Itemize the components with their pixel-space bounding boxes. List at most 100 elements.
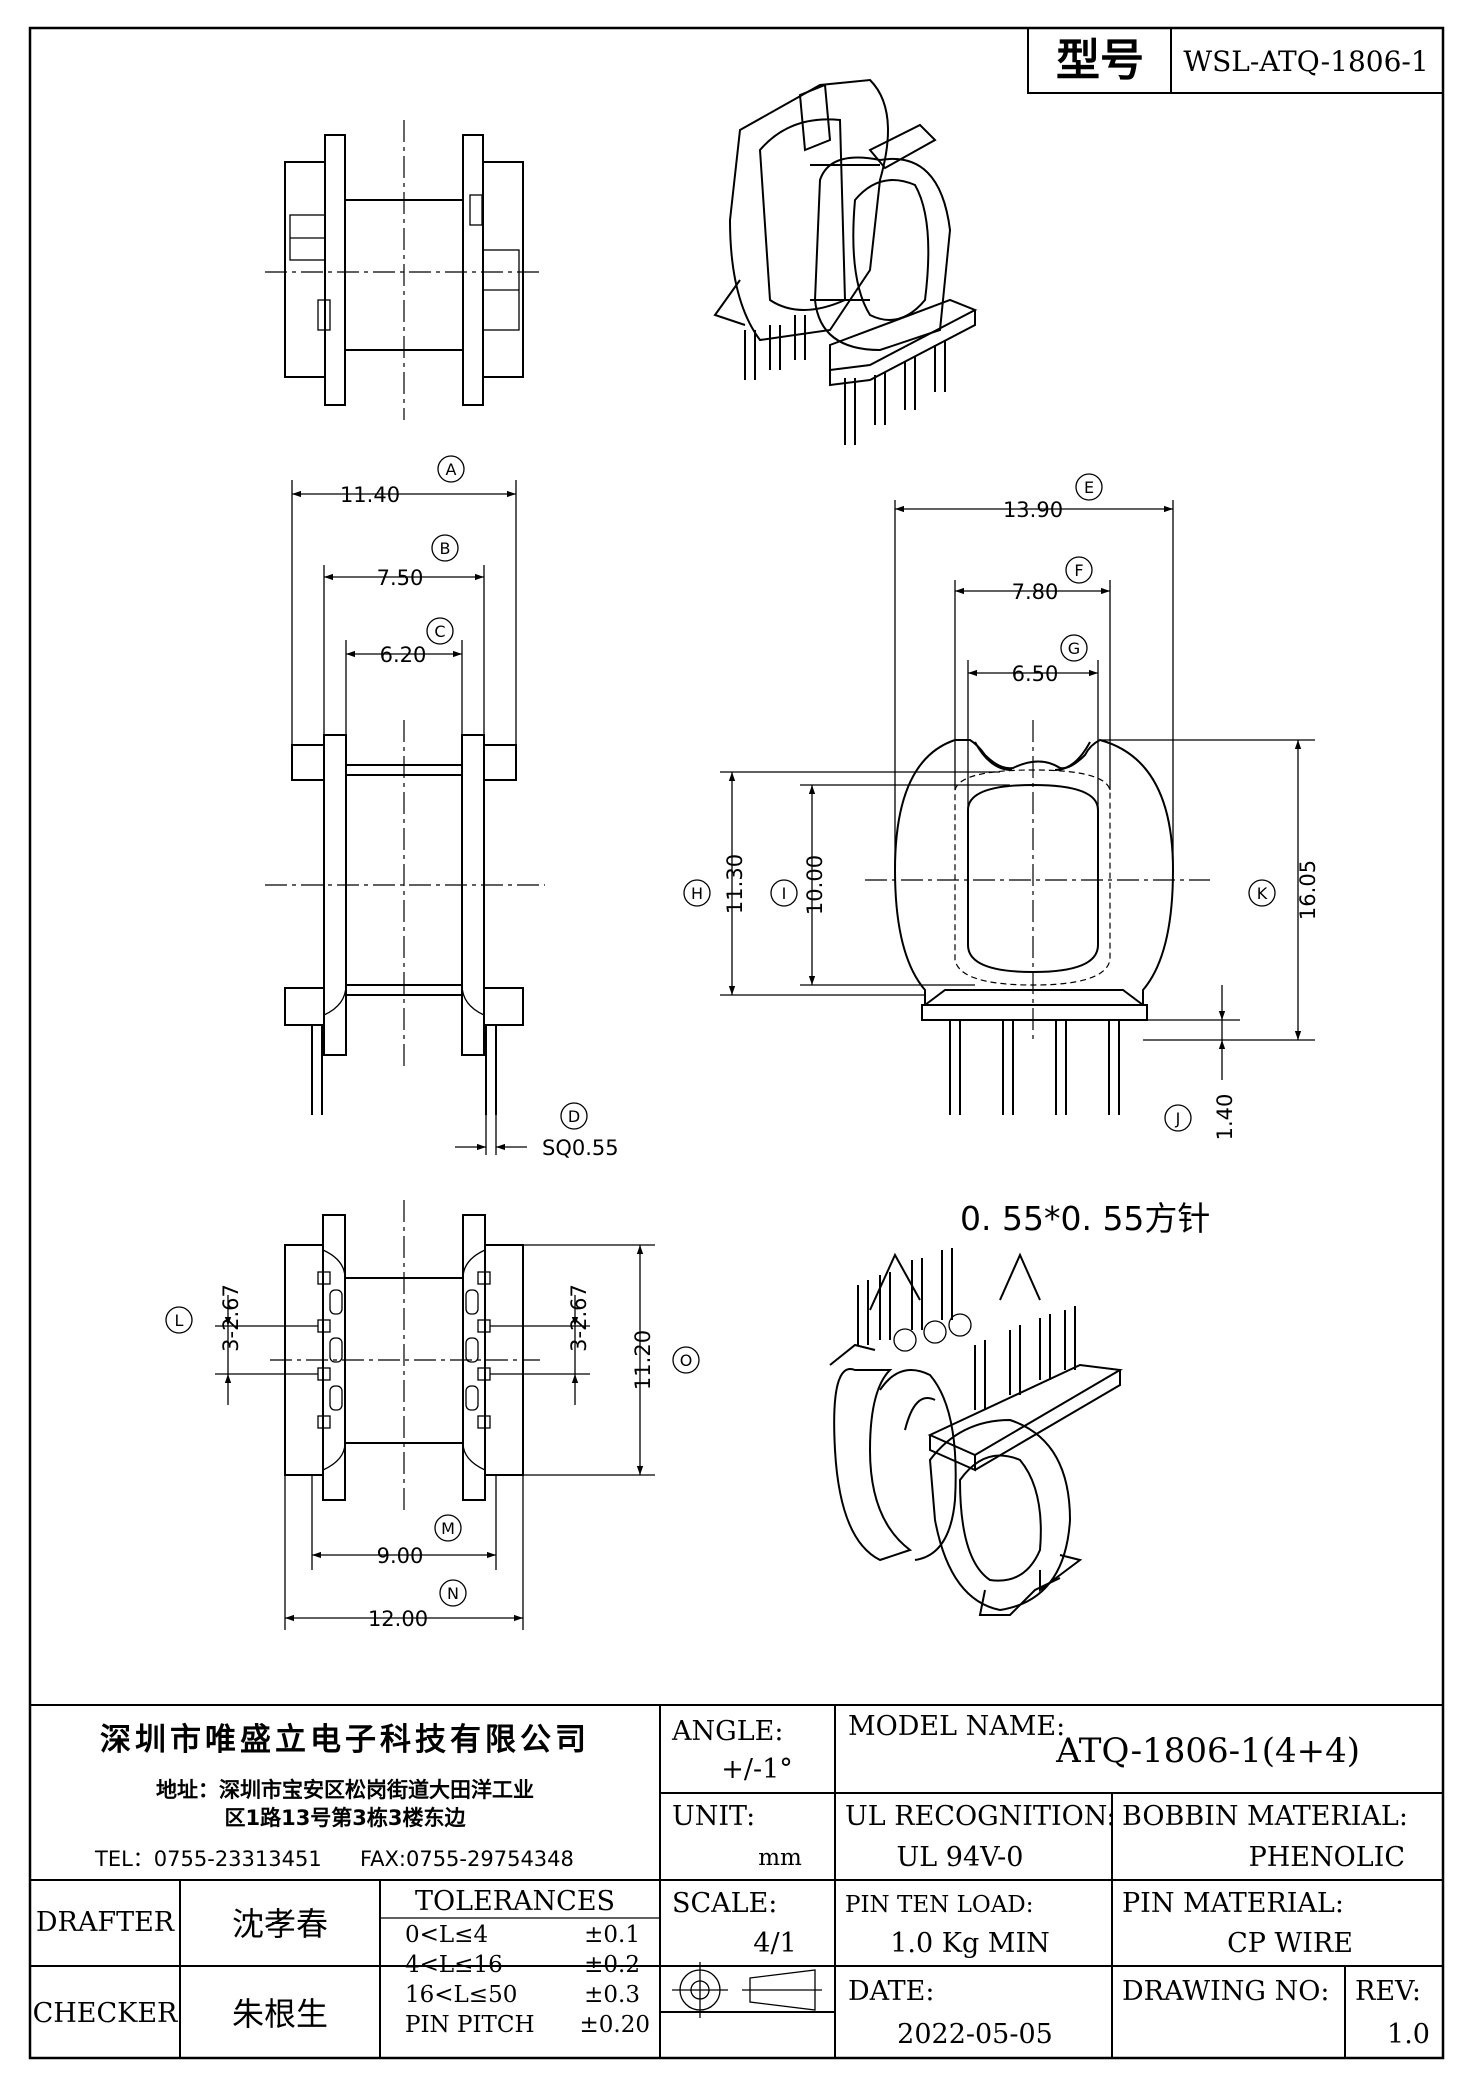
rev-label: REV: [1355, 1976, 1421, 2007]
pin-material-label: PIN MATERIAL: [1122, 1888, 1344, 1919]
model-label: 型号 [1056, 35, 1144, 86]
isometric-view-top [713, 78, 978, 445]
tolerance-range: 4<L≤16 [405, 1952, 503, 1978]
dim-O-letter: O [680, 1351, 693, 1370]
dim-B-value: 7.50 [377, 566, 424, 590]
dim-M-balloon [434, 1514, 462, 1542]
scale-label: SCALE: [672, 1888, 777, 1919]
dim-K-balloon [1248, 879, 1276, 907]
projection-symbol-icon [672, 1962, 822, 2018]
dim-O-value: 11.20 [631, 1330, 655, 1390]
pin-ten-load-value: 1.0 Kg MIN [890, 1928, 1050, 1959]
dim-A-balloon [437, 455, 465, 483]
angle-label: ANGLE: [671, 1716, 783, 1747]
drawing-no-label: DRAWING NO: [1122, 1976, 1329, 2007]
dimension-L: 3-2.67 L [165, 1284, 243, 1405]
bobbin-material-value: PHENOLIC [1249, 1842, 1405, 1873]
dimension-I: 10.00 I [770, 785, 827, 985]
dim-G-value: 6.50 [1012, 662, 1059, 686]
unit-value: mm [758, 1845, 802, 1871]
dim-B-balloon [431, 534, 459, 562]
bobbin-material-label: BOBBIN MATERIAL: [1122, 1801, 1408, 1832]
fax: FAX:0755-29754348 [360, 1847, 574, 1871]
dim-F-balloon [1065, 556, 1093, 584]
dim-H-balloon [683, 879, 711, 907]
dim-J-balloon [1164, 1104, 1192, 1132]
top-view-small [265, 120, 540, 420]
dim-E-value: 13.90 [1003, 498, 1063, 522]
dim-K-value: 16.05 [1296, 860, 1320, 920]
dim-O-balloon [672, 1346, 700, 1374]
company-name: 深圳市唯盛立电子科技有限公司 [100, 1722, 590, 1758]
dim-G-letter: G [1068, 639, 1080, 658]
dim-D-balloon [560, 1102, 588, 1130]
dimension-K: 16.05 K [1248, 740, 1320, 1040]
pin-note: 0. 55*0. 55方针 [960, 1199, 1210, 1238]
model-number: WSL-ATQ-1806-1 [1183, 45, 1428, 78]
title-block: 深圳市唯盛立电子科技有限公司 地址：深圳市宝安区松岗街道大田洋工业 区1路13号… [30, 1704, 1443, 2058]
dimension-O: 11.20 O [631, 1245, 700, 1475]
tolerances-label: TOLERANCES [415, 1886, 615, 1917]
dim-G-balloon [1060, 634, 1088, 662]
unit-label: UNIT: [672, 1801, 755, 1832]
dim-M-letter: M [441, 1519, 455, 1538]
dim-N-balloon [439, 1579, 467, 1607]
dim-I-letter: I [782, 884, 787, 903]
tolerance-value: ±0.1 [584, 1922, 640, 1948]
dimension-C: 6.20 C [346, 617, 462, 667]
checker-label: CHECKER [33, 1998, 178, 2029]
dim-C-letter: C [434, 622, 445, 641]
dimension-B: 7.50 B [324, 534, 484, 590]
dimension-D: SQ0.55 D [455, 1102, 619, 1160]
model-name-value: ATQ-1806-1(4+4) [1055, 1731, 1360, 1771]
dim-L-value: 3-2.67 [219, 1284, 243, 1352]
tolerance-range: PIN PITCH [405, 2012, 535, 2038]
dimension-F: 7.80 F [955, 556, 1110, 604]
tolerance-value: ±0.2 [584, 1952, 640, 1978]
dim-E-balloon [1075, 473, 1103, 501]
tolerance-value: ±0.20 [580, 2012, 650, 2038]
dim-F-letter: F [1074, 561, 1083, 580]
dimension-L-right: 3-2.67 [567, 1284, 591, 1405]
dim-K-letter: K [1257, 884, 1268, 903]
dimension-G: 6.50 G [968, 634, 1098, 686]
dim-N-letter: N [447, 1584, 459, 1603]
dim-M-value: 9.00 [377, 1544, 424, 1568]
pin-ten-load-label: PIN TEN LOAD: [845, 1892, 1034, 1918]
dimension-A: 11.40 A [292, 455, 516, 507]
dimension-J: 1.40 J [1164, 985, 1237, 1141]
isometric-view-bottom [829, 1248, 1124, 1616]
dim-C-balloon [426, 617, 454, 645]
scale-value: 4/1 [753, 1928, 796, 1959]
tolerance-range: 0<L≤4 [405, 1922, 488, 1948]
dimension-H: 11.30 H [683, 772, 747, 995]
dim-D-letter: D [568, 1107, 580, 1126]
model-number-box: 型号 WSL-ATQ-1806-1 [1027, 27, 1444, 94]
pin-material-value: CP WIRE [1227, 1928, 1353, 1959]
bottom-view-pin-pads-right [465, 1271, 491, 1429]
dimension-M: 9.00 M [312, 1514, 496, 1568]
dim-L-letter: L [175, 1311, 184, 1330]
dim-J-value: 1.40 [1213, 1094, 1237, 1141]
dim-E-letter: E [1084, 478, 1094, 497]
rev-value: 1.0 [1387, 2019, 1430, 2050]
model-name-label: MODEL NAME: [848, 1711, 1065, 1742]
dim-A-value: 11.40 [340, 483, 400, 507]
dim-A-letter: A [446, 460, 457, 479]
dim-H-letter: H [691, 884, 703, 903]
sheet-border [28, 26, 1445, 2060]
address-line2: 区1路13号第3栋3楼东边 [224, 1806, 466, 1830]
bottom-view [215, 1200, 655, 1630]
side-view [265, 480, 545, 1115]
address-line1: 地址：深圳市宝安区松岗街道大田洋工业 [156, 1778, 534, 1802]
tolerance-value: ±0.3 [584, 1982, 640, 2008]
bottom-view-pin-pads-left [317, 1271, 343, 1429]
telephone: TEL：0755-23313451 [94, 1847, 322, 1871]
front-view [720, 500, 1315, 1115]
ul-value: UL 94V-0 [897, 1842, 1024, 1873]
dim-L-balloon [165, 1306, 193, 1334]
dim-L2-value: 3-2.67 [567, 1284, 591, 1352]
dim-H-value: 11.30 [723, 854, 747, 914]
tolerance-table: 0<L≤4 ±0.1 4<L≤16 ±0.2 16<L≤50 ±0.3 PIN … [405, 1922, 650, 2038]
